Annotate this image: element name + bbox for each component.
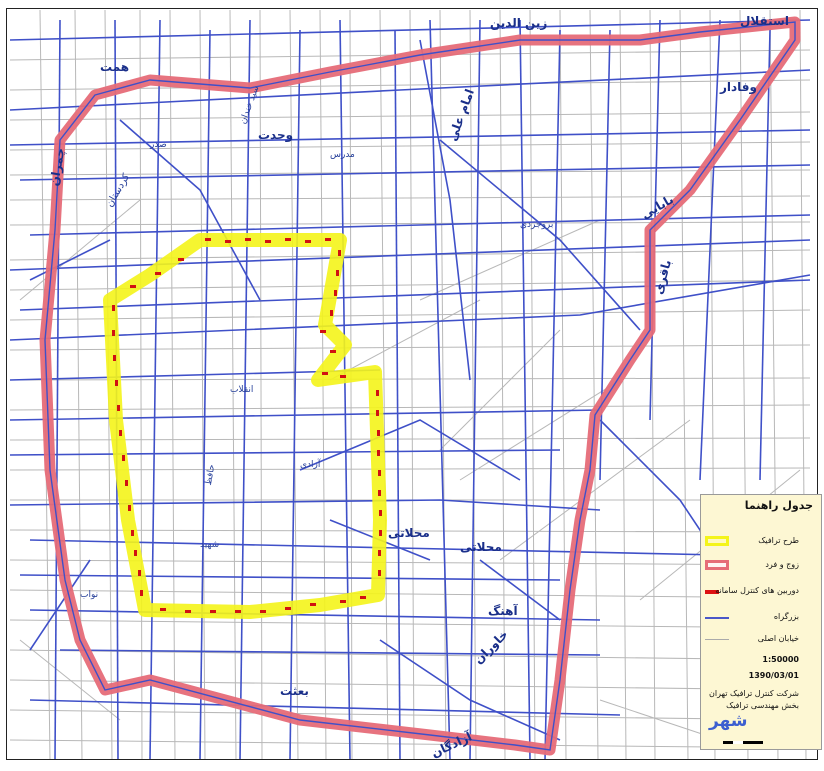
legend-item-label: بزرگراه: [773, 612, 799, 621]
street-label-shahid: شهید: [200, 540, 220, 550]
street-swatch: [705, 639, 729, 640]
camera-swatch: [705, 590, 719, 594]
street-label-hemmat: همت: [100, 60, 130, 74]
legend-item-highway: بزرگراه: [701, 609, 821, 627]
street-label-zeynoddin: زین الدین: [490, 16, 548, 30]
traffic-zone-swatch: [705, 536, 729, 546]
legend-item-traffic-zone: طرح ترافیک: [701, 533, 821, 551]
map-scale: 1:50000: [762, 655, 799, 664]
street-label-boroujerdi: بروجردی: [520, 220, 554, 230]
legend-item-even-odd-zone: زوج و فرد: [701, 557, 821, 575]
organization-logo: شهر: [709, 711, 748, 731]
street-label-vafadar: وفادار: [720, 80, 758, 94]
map-date: 1390/03/01: [748, 671, 799, 680]
street-label-mahallati-1: محلاتی: [388, 526, 430, 540]
street-label-modarres: مدرس: [330, 150, 355, 160]
camera-markers: [112, 238, 382, 613]
even-odd-zone-swatch: [705, 560, 729, 570]
street-label-esteghlal: استقلال: [740, 14, 789, 28]
scale-bar-segment: [733, 741, 743, 744]
map-frame: [6, 8, 818, 760]
street-label-mahallati-2: محلاتی: [460, 540, 502, 554]
street-label-sadr: صدر: [150, 140, 167, 150]
street-label-besat: بعثت: [280, 684, 309, 698]
map-legend: جدول راهنما طرح ترافیک زوج و فرد دوربین …: [700, 494, 822, 750]
highway-swatch: [705, 617, 729, 619]
legend-item-label: خیابان اصلی: [757, 634, 799, 643]
ring-road-center-line: [44, 21, 796, 751]
org-line-1: شرکت کنترل ترافیک تهران: [709, 689, 799, 698]
legend-item-label: دوربین های کنترل سامانه: [715, 586, 799, 595]
legend-item-street: خیابان اصلی: [701, 631, 821, 649]
street-label-enghelab: انقلاب: [230, 385, 254, 395]
legend-item-camera: دوربین های کنترل سامانه: [701, 583, 821, 601]
scale-bar: [723, 741, 763, 744]
street-label-navvab: نواب: [80, 590, 99, 600]
legend-item-label: طرح ترافیک: [758, 536, 799, 545]
secondary-roads: [9, 9, 811, 761]
street-label-ahang: آهنگ: [488, 604, 518, 618]
street-label-vahdat: وحدت: [258, 128, 294, 142]
legend-title: جدول راهنما: [744, 499, 813, 512]
legend-item-label: زوج و فرد: [765, 560, 799, 569]
street-label-azadi: آزادی: [300, 460, 321, 470]
org-line-2: بخش مهندسی ترافیک: [726, 701, 799, 710]
